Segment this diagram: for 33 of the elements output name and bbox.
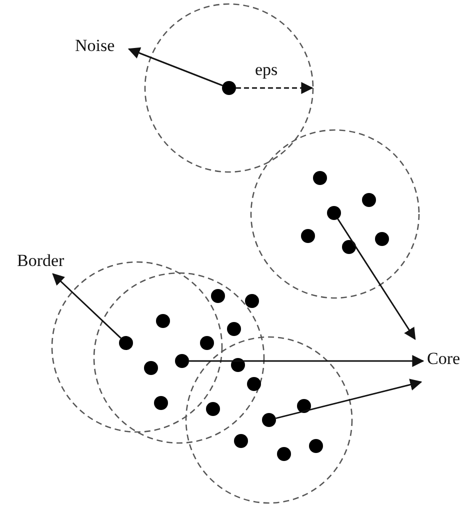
data-point [156, 314, 170, 328]
point-type-label: Border [17, 251, 64, 271]
data-point [175, 354, 189, 368]
data-point [301, 229, 315, 243]
data-point [206, 402, 220, 416]
data-point [327, 206, 341, 220]
data-point [144, 361, 158, 375]
data-point [227, 322, 241, 336]
data-point [245, 294, 259, 308]
data-point [234, 434, 248, 448]
data-point [277, 447, 291, 461]
data-point [342, 240, 356, 254]
radius-label: eps [255, 60, 278, 80]
data-point [297, 399, 311, 413]
leader-arrow [189, 355, 424, 367]
leader-arrow [52, 273, 122, 339]
data-point [222, 81, 236, 95]
leader-arrow [128, 47, 223, 86]
data-point [154, 396, 168, 410]
data-point [313, 171, 327, 185]
data-point [200, 336, 214, 350]
data-point [362, 193, 376, 207]
point-type-label: Core [427, 349, 460, 369]
leader-arrow [276, 378, 422, 420]
data-point [231, 358, 245, 372]
point-type-label: Noise [75, 36, 115, 56]
data-point [375, 232, 389, 246]
data-point [211, 289, 225, 303]
data-point [119, 336, 133, 350]
leader-arrow [337, 218, 416, 340]
data-point [309, 439, 323, 453]
data-point [262, 413, 276, 427]
data-point [247, 377, 261, 391]
